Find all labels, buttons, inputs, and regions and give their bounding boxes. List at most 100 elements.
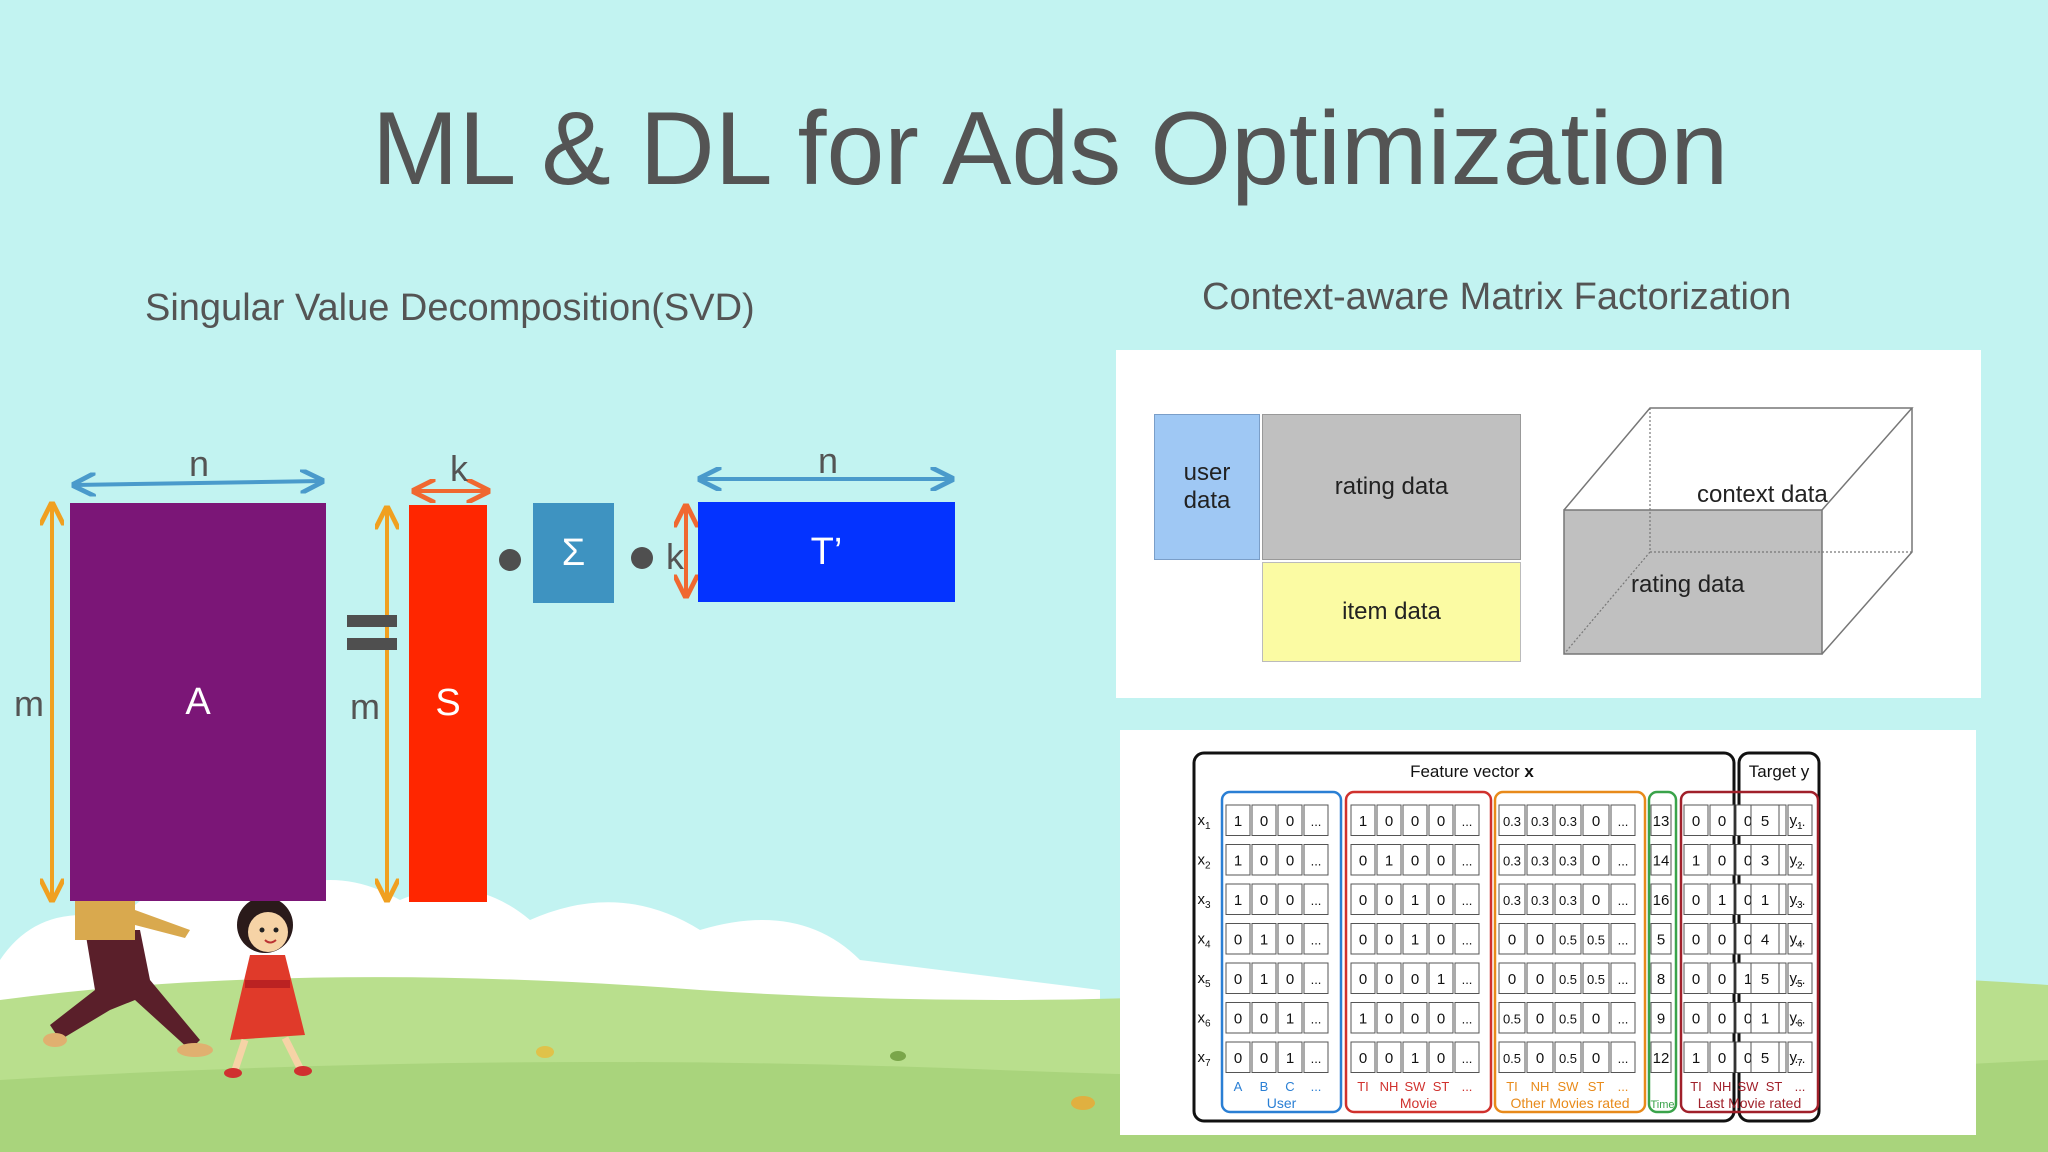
cell-value: 0 bbox=[1744, 1011, 1752, 1028]
group-frame-time bbox=[1647, 790, 1678, 1114]
matrix-a-label: A bbox=[185, 680, 211, 723]
table-cell bbox=[1402, 923, 1428, 955]
table-cell bbox=[1554, 923, 1582, 955]
table-cell bbox=[1454, 923, 1480, 955]
cell-value: 0 bbox=[1508, 932, 1516, 949]
group-column-label: SW bbox=[1738, 1079, 1760, 1094]
cell-value: 0.5 bbox=[1559, 1051, 1577, 1066]
cell-value: 0 bbox=[1592, 1050, 1600, 1067]
table-cell bbox=[1350, 923, 1376, 955]
table-cell bbox=[1454, 1041, 1480, 1073]
row-label-subscript: 6 bbox=[1205, 1019, 1211, 1030]
table-cell bbox=[1454, 962, 1480, 994]
cell-value: 0 bbox=[1692, 932, 1700, 949]
cell-value: 1 bbox=[1359, 813, 1367, 830]
cell-value: 0.3 bbox=[1531, 814, 1549, 829]
cell-value: ... bbox=[1618, 972, 1629, 987]
cell-value: ... bbox=[1311, 893, 1322, 908]
cell-value: 1 bbox=[1359, 1011, 1367, 1028]
table-cell bbox=[1350, 804, 1376, 836]
table-cell bbox=[1683, 883, 1709, 915]
table-cell bbox=[1303, 1041, 1329, 1073]
cell-value: 0 bbox=[1692, 813, 1700, 830]
group-frame-user bbox=[1220, 790, 1343, 1114]
table-cell bbox=[1554, 883, 1582, 915]
cell-value: 1 bbox=[1286, 1050, 1294, 1067]
table-cell bbox=[1554, 962, 1582, 994]
table-cell bbox=[1376, 804, 1402, 836]
table-cell bbox=[1350, 962, 1376, 994]
table-cell bbox=[1526, 844, 1554, 876]
target-label-subscript: 2 bbox=[1797, 861, 1803, 872]
cell-value: 0 bbox=[1744, 1050, 1752, 1067]
cell-value: 0.3 bbox=[1503, 893, 1521, 908]
table-cell bbox=[1350, 844, 1376, 876]
cell-value: ... bbox=[1462, 893, 1473, 908]
table-cell bbox=[1428, 1041, 1454, 1073]
table-cell bbox=[1376, 844, 1402, 876]
cell-value: 0 bbox=[1592, 892, 1600, 909]
cell-value: 0 bbox=[1536, 971, 1544, 988]
walking-children-illustration bbox=[43, 890, 312, 1078]
cell-value: 0 bbox=[1536, 1011, 1544, 1028]
matrix-sigma-label: Σ bbox=[561, 531, 586, 574]
table-cell bbox=[1683, 1041, 1709, 1073]
cell-value: 0 bbox=[1744, 932, 1752, 949]
target-value: 5 bbox=[1761, 813, 1769, 830]
cell-value: 0.3 bbox=[1559, 893, 1577, 908]
cell-value: ... bbox=[1462, 1012, 1473, 1027]
table-cell bbox=[1428, 923, 1454, 955]
table-cell bbox=[1683, 962, 1709, 994]
rating-data-label: rating data bbox=[1334, 473, 1449, 500]
cell-value: 1 bbox=[1437, 971, 1445, 988]
cell-value: ... bbox=[1311, 1012, 1322, 1027]
cell-value: 0 bbox=[1411, 813, 1419, 830]
cell-value: 1 bbox=[1411, 1050, 1419, 1067]
cell-value: 0 bbox=[1260, 1011, 1268, 1028]
cell-value: 0 bbox=[1718, 813, 1726, 830]
target-cell bbox=[1750, 962, 1780, 994]
cell-value: 5 bbox=[1657, 932, 1665, 949]
table-cell bbox=[1498, 962, 1526, 994]
row-label: x6 bbox=[1197, 1010, 1211, 1030]
target-value: 5 bbox=[1761, 1050, 1769, 1067]
cell-value: ... bbox=[1795, 972, 1806, 987]
table-cell bbox=[1709, 883, 1735, 915]
table-cell bbox=[1225, 923, 1251, 955]
feature-vector-header-x: x bbox=[1524, 762, 1534, 781]
table-cell bbox=[1650, 844, 1672, 876]
table-cell bbox=[1582, 883, 1610, 915]
cell-value: 1 bbox=[1234, 813, 1242, 830]
group-column-label: ST bbox=[1766, 1079, 1783, 1094]
matrix-t: T’ bbox=[698, 502, 955, 602]
table-cell bbox=[1428, 962, 1454, 994]
table-cell bbox=[1554, 844, 1582, 876]
target-label-subscript: 5 bbox=[1797, 979, 1803, 990]
table-cell bbox=[1650, 923, 1672, 955]
table-cell bbox=[1787, 1041, 1813, 1073]
user-data-block: user data bbox=[1154, 414, 1260, 560]
dim-m-label-s: m bbox=[350, 686, 380, 727]
cell-value: ... bbox=[1462, 854, 1473, 869]
table-cell bbox=[1303, 883, 1329, 915]
row-label: x3 bbox=[1197, 891, 1211, 911]
table-cell bbox=[1350, 1002, 1376, 1034]
cell-value: 0.5 bbox=[1587, 933, 1605, 948]
cell-value: 0 bbox=[1286, 932, 1294, 949]
cell-value: 0 bbox=[1385, 971, 1393, 988]
table-cell bbox=[1709, 804, 1735, 836]
cell-value: 0 bbox=[1437, 1050, 1445, 1067]
cube-rating-data-label: rating data bbox=[1631, 571, 1745, 598]
cell-value: 0 bbox=[1718, 1011, 1726, 1028]
cell-value: 0 bbox=[1359, 892, 1367, 909]
table-cell bbox=[1683, 1002, 1709, 1034]
group-column-label: TI bbox=[1506, 1079, 1518, 1094]
row-label: x1 bbox=[1197, 812, 1211, 832]
target-label-subscript: 4 bbox=[1797, 940, 1803, 951]
cell-value: 0 bbox=[1260, 892, 1268, 909]
slide-title: ML & DL for Ads Optimization bbox=[371, 91, 1729, 207]
table-cell bbox=[1277, 962, 1303, 994]
target-label-subscript: 7 bbox=[1797, 1058, 1803, 1069]
cell-value: 0.5 bbox=[1559, 1012, 1577, 1027]
group-column-label: ... bbox=[1462, 1079, 1473, 1094]
